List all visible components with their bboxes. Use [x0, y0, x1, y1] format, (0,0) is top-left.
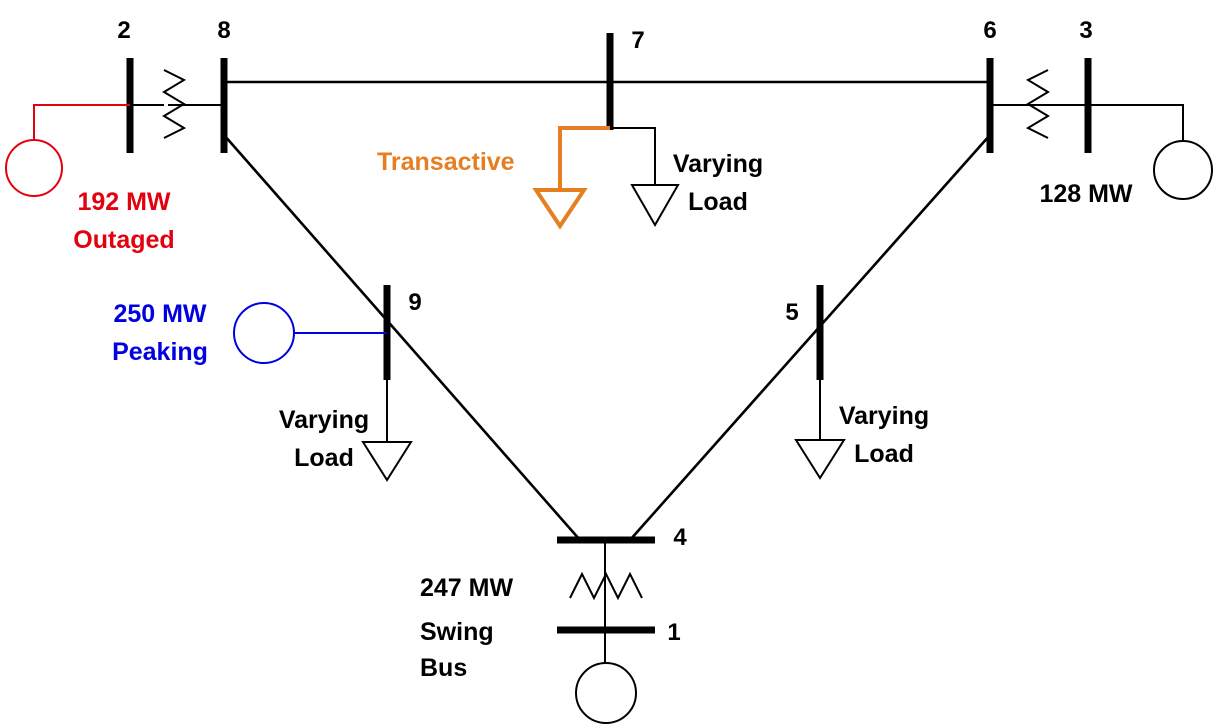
load7-connector: [610, 127, 656, 185]
load7-label-1: Varying: [673, 150, 763, 178]
transactive-load-icon: [532, 188, 588, 230]
load5-load-icon: [794, 439, 846, 480]
bus-5-label: 5: [785, 299, 798, 326]
transactive-connector: [558, 126, 610, 190]
gen1-capacity-label: 247 MW: [420, 574, 513, 602]
bus-8-label: 8: [217, 17, 230, 44]
load5-label-1: Varying: [839, 402, 929, 430]
gen9-capacity-label: 250 MW: [113, 300, 206, 328]
gen2-capacity-label: 192 MW: [77, 188, 170, 216]
line-6-5-4: [629, 134, 991, 541]
load9-label-1: Varying: [279, 406, 369, 434]
transactive-label: Transactive: [377, 148, 515, 176]
gen1-generator-icon: [575, 662, 637, 724]
load7-load-icon: [630, 184, 680, 228]
load9-label-2: Load: [294, 444, 354, 472]
line-8-9-4: [223, 134, 581, 541]
gen3-connector: [1088, 104, 1184, 142]
gen9-generator-icon: [233, 302, 295, 364]
bus-2-label: 2: [117, 17, 130, 44]
gen2-status-label: Outaged: [73, 226, 174, 254]
load5-label-2: Load: [854, 440, 914, 468]
load7-label-2: Load: [688, 188, 748, 216]
transformer-6-3-winding: [1025, 69, 1050, 139]
bus-6-label: 6: [983, 17, 996, 44]
gen2-generator-icon: [5, 139, 63, 197]
gen1-role-label-2: Bus: [420, 654, 467, 682]
bus-7-label: 7: [631, 27, 644, 54]
gen2-connector: [33, 104, 130, 140]
gen3-generator-icon: [1153, 140, 1213, 200]
bus-1-label: 1: [667, 619, 680, 646]
transformer-4-1-winding: [569, 571, 643, 601]
gen9-type-label: Peaking: [112, 338, 208, 366]
bus-3-label: 3: [1079, 17, 1092, 44]
bus-9-label: 9: [408, 289, 421, 316]
load9-load-icon: [361, 441, 413, 482]
bus-4-label: 4: [673, 524, 687, 551]
gen1-role-label: Swing: [420, 618, 494, 646]
gen3-capacity-label: 128 MW: [1039, 180, 1132, 208]
